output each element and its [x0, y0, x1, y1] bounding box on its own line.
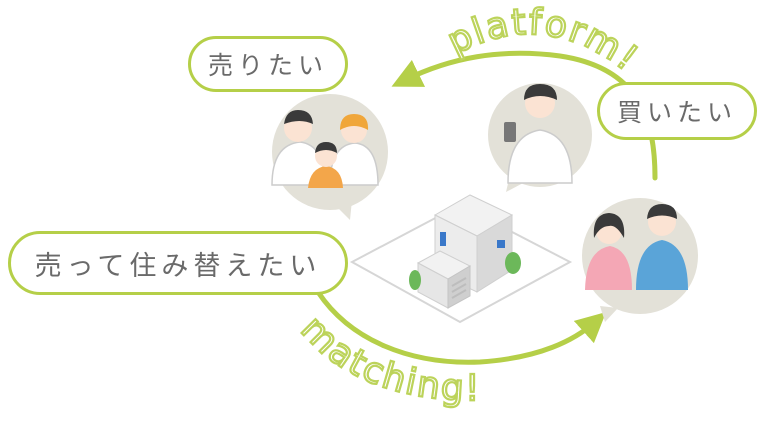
buy-label: 買いたい: [597, 82, 757, 140]
platform-curve-text: platform!: [441, 2, 646, 80]
sell-and-move-label: 売って住み替えたい: [8, 231, 348, 295]
couple-bubble: [582, 198, 698, 322]
seller-family-people: [271, 110, 379, 188]
seller-family-bubble: [271, 94, 388, 220]
flow-arrow-bottom: [315, 289, 607, 365]
sell-label: 売りたい: [188, 36, 348, 92]
couple-people: [585, 204, 688, 290]
buyer-single-bubble: [488, 83, 592, 192]
house-illustration: [349, 194, 573, 324]
buyer-person: [504, 84, 573, 184]
matching-curve-text: matching!: [293, 308, 482, 409]
